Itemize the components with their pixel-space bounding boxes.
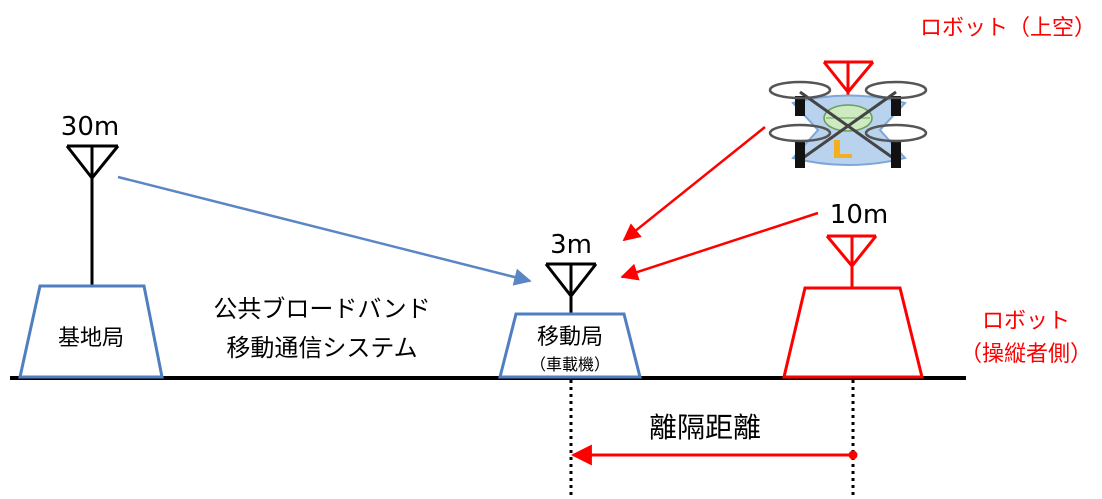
robot-ground-label-line1: ロボット <box>982 309 1070 334</box>
base-antenna-icon <box>65 144 120 286</box>
drone-to-mobile-arrow <box>622 126 766 242</box>
robot-ground-label-line2: （操縦者側） <box>960 342 1092 367</box>
base-to-mobile-arrow <box>117 175 532 286</box>
mobile-station: 3m 移動局 （車載機） <box>498 230 642 379</box>
system-label-line1: 公共ブロードバンド <box>213 295 430 323</box>
base-antenna-height-label: 30m <box>61 112 119 142</box>
drone-icon <box>768 60 928 168</box>
robot-ground-shape <box>782 286 924 379</box>
mobile-antenna-icon <box>544 262 598 314</box>
mobile-station-label: 移動局 <box>537 325 603 350</box>
base-station-shape <box>18 284 164 379</box>
mobile-station-shape <box>498 312 642 379</box>
robot-ground-station: 10m ロボット （操縦者側） <box>782 200 1092 379</box>
robot-antenna-height-label: 10m <box>830 200 888 230</box>
separation-arrow-origin <box>848 450 858 460</box>
mobile-station-sublabel: （車載機） <box>530 355 610 374</box>
system-label-line2: 移動通信システム <box>226 334 417 362</box>
robot-ground-to-mobile-arrow <box>620 211 819 281</box>
separation-distance-label: 離隔距離 <box>649 411 761 444</box>
base-station-label: 基地局 <box>58 326 124 351</box>
robot-air-label: ロボット（上空） <box>920 16 1096 41</box>
robot-ground-antenna-icon <box>825 234 878 288</box>
mobile-antenna-height-label: 3m <box>550 230 592 260</box>
base-station: 30m 基地局 <box>18 112 164 379</box>
